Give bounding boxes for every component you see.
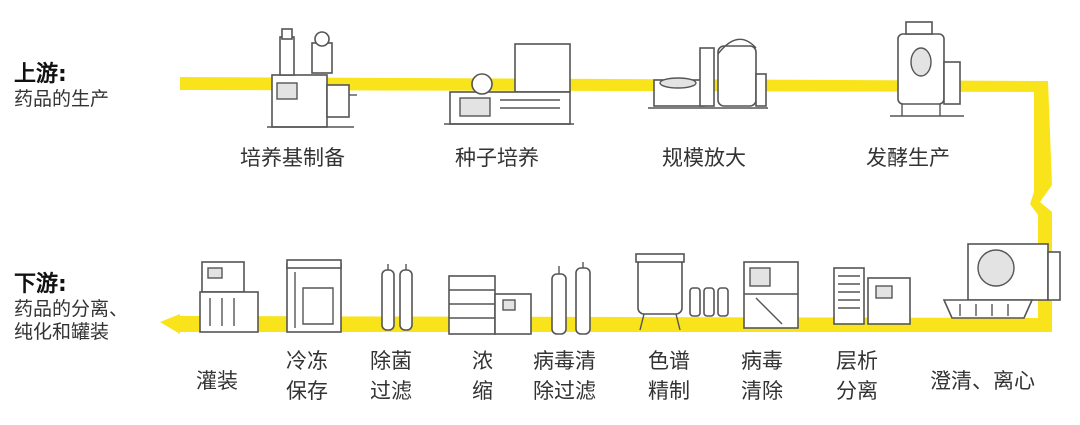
downstream-description-line-2: 纯化和罐装: [14, 321, 110, 344]
downstream-label: 下游: 药品的分离、 纯化和罐装: [14, 272, 128, 344]
step-concentration: 浓 缩: [472, 346, 493, 406]
centrifuge-icon: [942, 243, 1061, 319]
step-virus-removal-line-2: 清除: [741, 379, 783, 403]
step-chromatography-polishing: 色谱 精制: [648, 346, 690, 406]
step-filling: 灌装: [196, 365, 238, 395]
chromatography-skid-icon: [833, 267, 911, 325]
step-seed-culture: 种子培养: [455, 146, 539, 170]
step-concentration-line-1: 浓: [472, 349, 493, 373]
step-chromatography-polishing-line-1: 色谱: [648, 349, 690, 373]
fermentation-tank-icon: [890, 21, 964, 117]
virus-inactivation-unit-icon: [743, 261, 799, 329]
downstream-description-line-1: 药品的分离、: [14, 298, 129, 321]
flow-band-arrow-tip: [160, 314, 180, 334]
step-fermentation: 发酵生产: [866, 146, 950, 170]
step-chromatography-polishing-line-2: 精制: [648, 379, 690, 403]
step-chromatographic-separation-line-2: 分离: [836, 379, 878, 403]
concentration-system-icon: [448, 275, 532, 335]
step-freezing-storage-line-1: 冷冻: [286, 349, 328, 373]
upstream-title: 上游:: [14, 62, 67, 87]
upstream-label: 上游: 药品的生产: [14, 62, 109, 111]
upstream-description: 药品的生产: [14, 88, 110, 111]
virus-filtration-icon: [551, 262, 591, 335]
step-clarification-centrifugation: 澄清、离心: [930, 365, 1035, 395]
step-media-preparation: 培养基制备: [240, 146, 345, 170]
step-sterile-filtration-line-2: 过滤: [370, 379, 412, 403]
step-concentration-line-2: 缩: [472, 379, 493, 403]
step-clarification-centrifugation-line-1: 澄清、离心: [930, 369, 1035, 393]
step-virus-removal: 病毒 清除: [741, 346, 783, 406]
step-freezing-storage-line-2: 保存: [286, 379, 328, 403]
step-chromatographic-separation-line-1: 层析: [836, 349, 878, 373]
freezer-storage-icon: [286, 259, 342, 333]
step-freezing-storage: 冷冻 保存: [286, 346, 328, 406]
step-virus-filtration: 病毒清 除过滤: [533, 346, 596, 406]
step-sterile-filtration: 除菌 过滤: [370, 346, 412, 406]
step-sterile-filtration-line-1: 除菌: [370, 349, 412, 373]
downstream-title: 下游:: [14, 272, 67, 297]
step-virus-filtration-line-2: 除过滤: [533, 379, 596, 403]
filling-machine-icon: [199, 261, 259, 333]
step-virus-removal-line-1: 病毒: [741, 349, 783, 373]
step-scale-up: 规模放大: [662, 146, 746, 170]
sterile-filter-icon: [381, 264, 413, 331]
media-preparation-equipment-icon: [267, 28, 357, 128]
chromatography-column-icon: [635, 253, 729, 331]
step-filling-line-1: 灌装: [196, 369, 238, 393]
step-chromatographic-separation: 层析 分离: [836, 346, 878, 406]
seed-culture-equipment-icon: [444, 43, 574, 125]
scale-up-bioreactor-icon: [648, 38, 768, 109]
upstream-flow-band: [180, 77, 1048, 92]
step-virus-filtration-line-1: 病毒清: [533, 349, 596, 373]
